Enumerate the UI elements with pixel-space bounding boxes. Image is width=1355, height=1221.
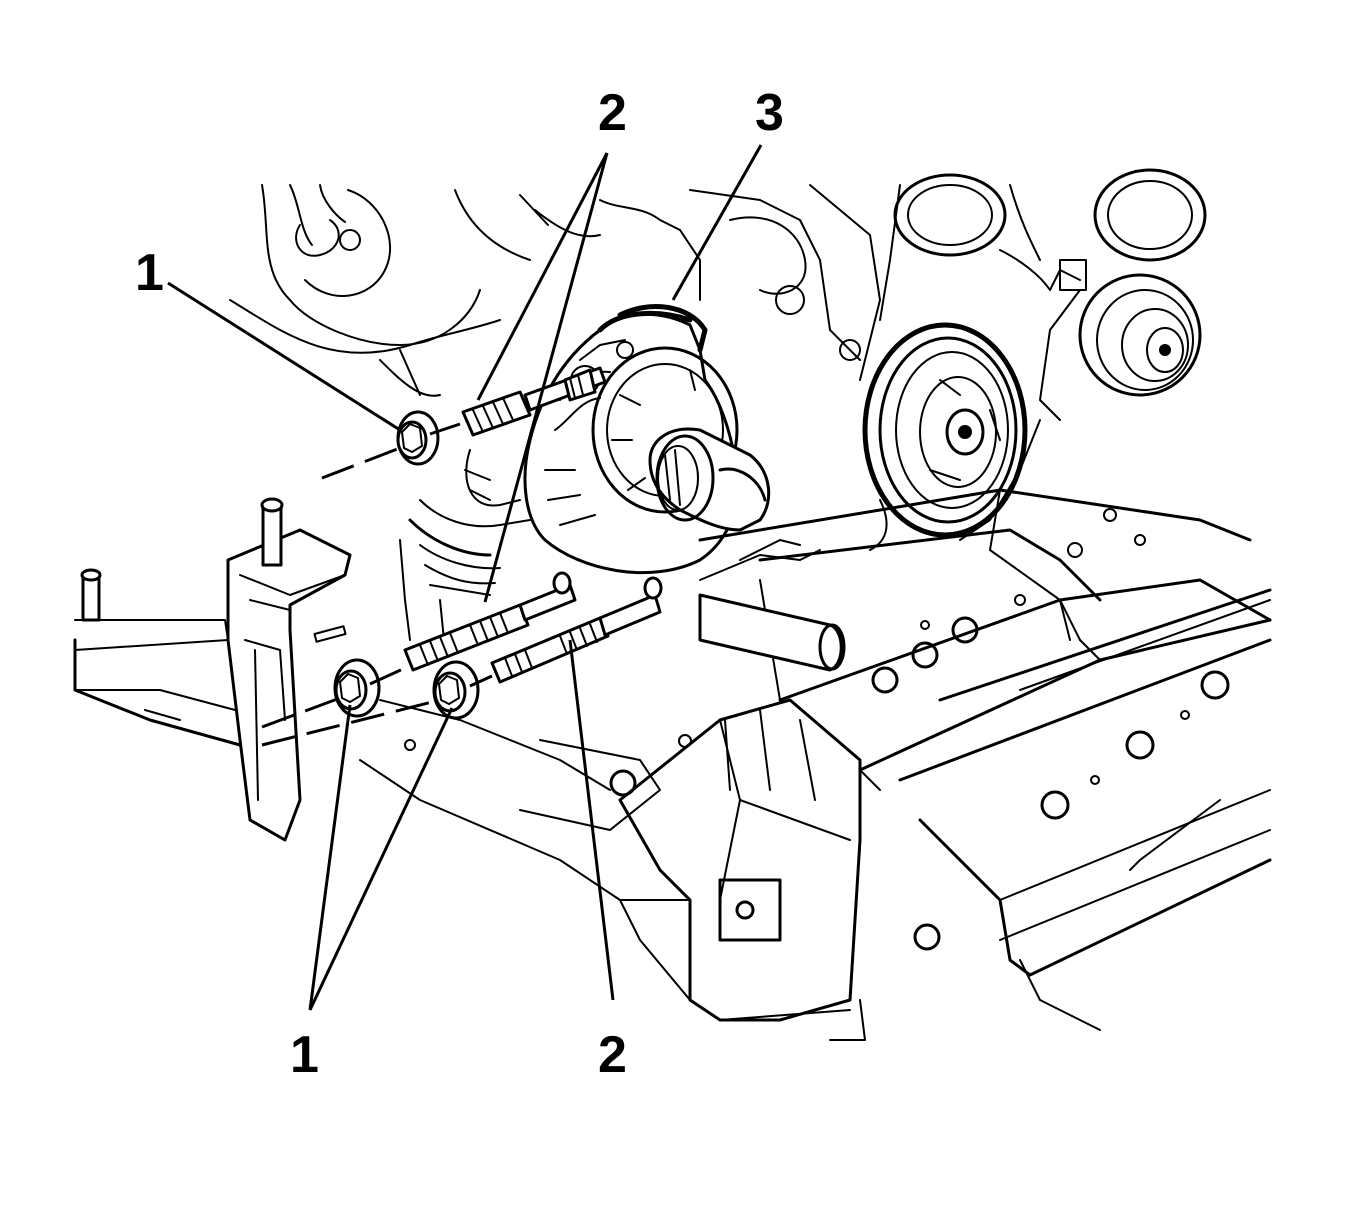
stud-lower-left [403, 571, 577, 672]
engine-mount-bracket [74, 497, 352, 842]
callout-2-upper: 2 [598, 84, 627, 142]
leader-lines [167, 144, 763, 1011]
nut-upper [396, 410, 440, 466]
front-subframe [73, 488, 1272, 1041]
stud-upper [461, 366, 607, 437]
callout-1-upper: 1 [135, 244, 164, 302]
nut-lower-right [432, 660, 480, 720]
callout-3: 3 [755, 84, 784, 142]
nut-lower-left [333, 658, 381, 718]
stud-lower-right [490, 576, 663, 684]
engine-block-left [229, 184, 601, 397]
callout-2-lower: 2 [598, 1026, 627, 1084]
engine-front-accessories [599, 168, 1207, 551]
generator [523, 304, 771, 575]
callout-1-lower: 1 [290, 1026, 319, 1084]
assembly-centerlines [261, 422, 493, 747]
engine-mount-area [399, 449, 531, 651]
